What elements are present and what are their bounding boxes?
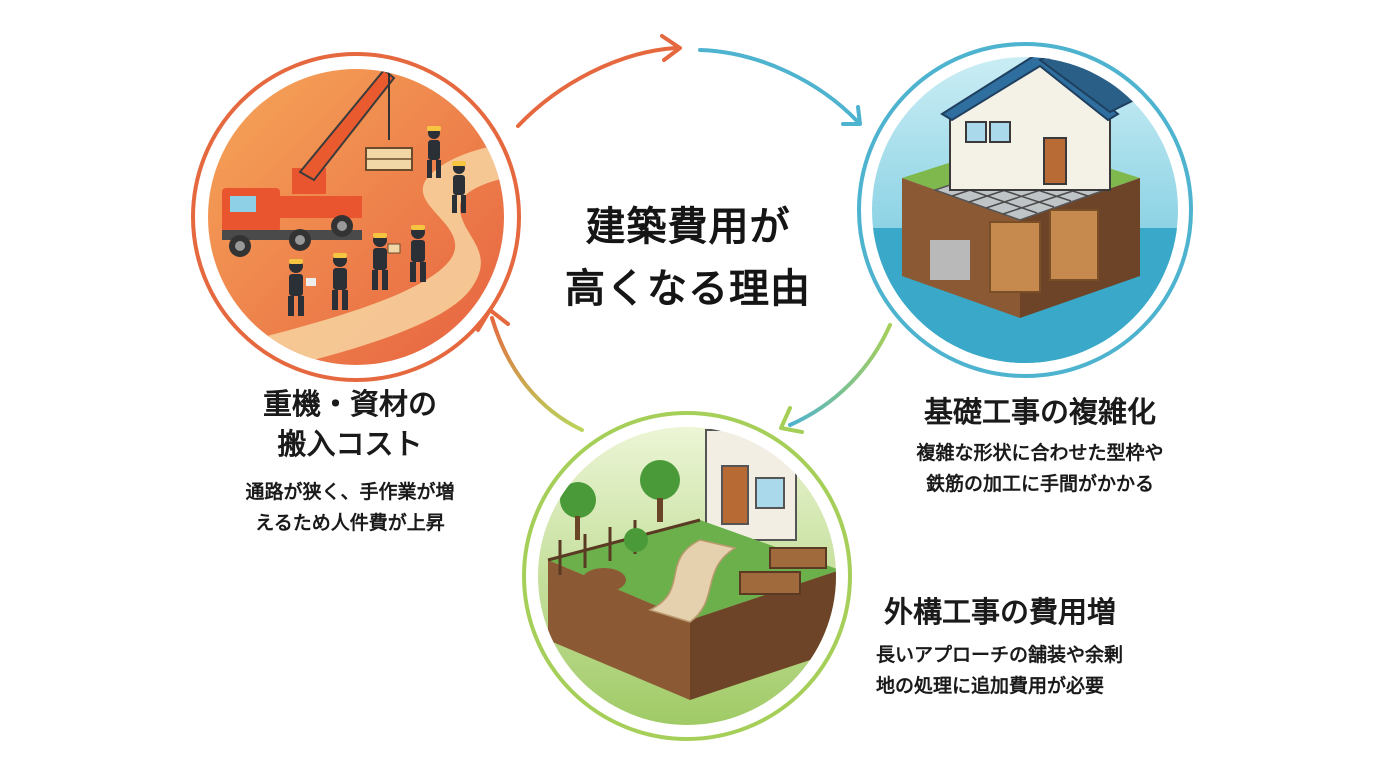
center-title-line2: 高くなる理由 [565, 266, 811, 312]
center-title-line1: 建築費用が [585, 204, 791, 250]
reason-transport-desc-line2: えるため人件費が上昇 [255, 512, 445, 534]
cycle-arrow-right [779, 323, 892, 434]
reason-foundation-desc-line2: 鉄筋の加工に手間がかかる [925, 473, 1154, 495]
illustration-crane-workers [191, 52, 521, 382]
reason-transport-heading-line1: 重機・資材の [262, 387, 437, 421]
reason-exterior-desc-line1: 長いアプローチの舗装や余剰 [876, 644, 1124, 666]
reason-transport-desc: 通路が狭く、手作業が増 えるため人件費が上昇 [190, 477, 510, 539]
cycle-arrow-top-right [698, 48, 862, 126]
reason-foundation-heading: 基礎工事の複雑化 [923, 395, 1156, 429]
center-title: 建築費用が 高くなる理由 [520, 196, 856, 320]
reason-transport-heading: 重機・資材の 搬入コスト [200, 384, 500, 464]
reason-exterior-desc: 長いアプローチの舗装や余剰 地の処理に追加費用が必要 [876, 640, 1206, 702]
illustration-house-foundation [857, 42, 1193, 378]
reason-transport-heading-line2: 搬入コスト [277, 427, 423, 461]
reason-exterior-heading: 外構工事の費用増 [884, 595, 1117, 629]
illustration-garden-exterior [522, 411, 852, 741]
reason-foundation-desc-line1: 複雑な形状に合わせた型枠や [916, 442, 1164, 464]
reason-foundation-desc: 複雑な形状に合わせた型枠や 鉄筋の加工に手間がかかる [870, 438, 1210, 500]
reason-exterior-desc-line2: 地の処理に追加費用が必要 [876, 675, 1105, 697]
reason-transport-desc-line1: 通路が狭く、手作業が増 [245, 481, 455, 503]
cycle-arrow-top-left [516, 34, 682, 128]
